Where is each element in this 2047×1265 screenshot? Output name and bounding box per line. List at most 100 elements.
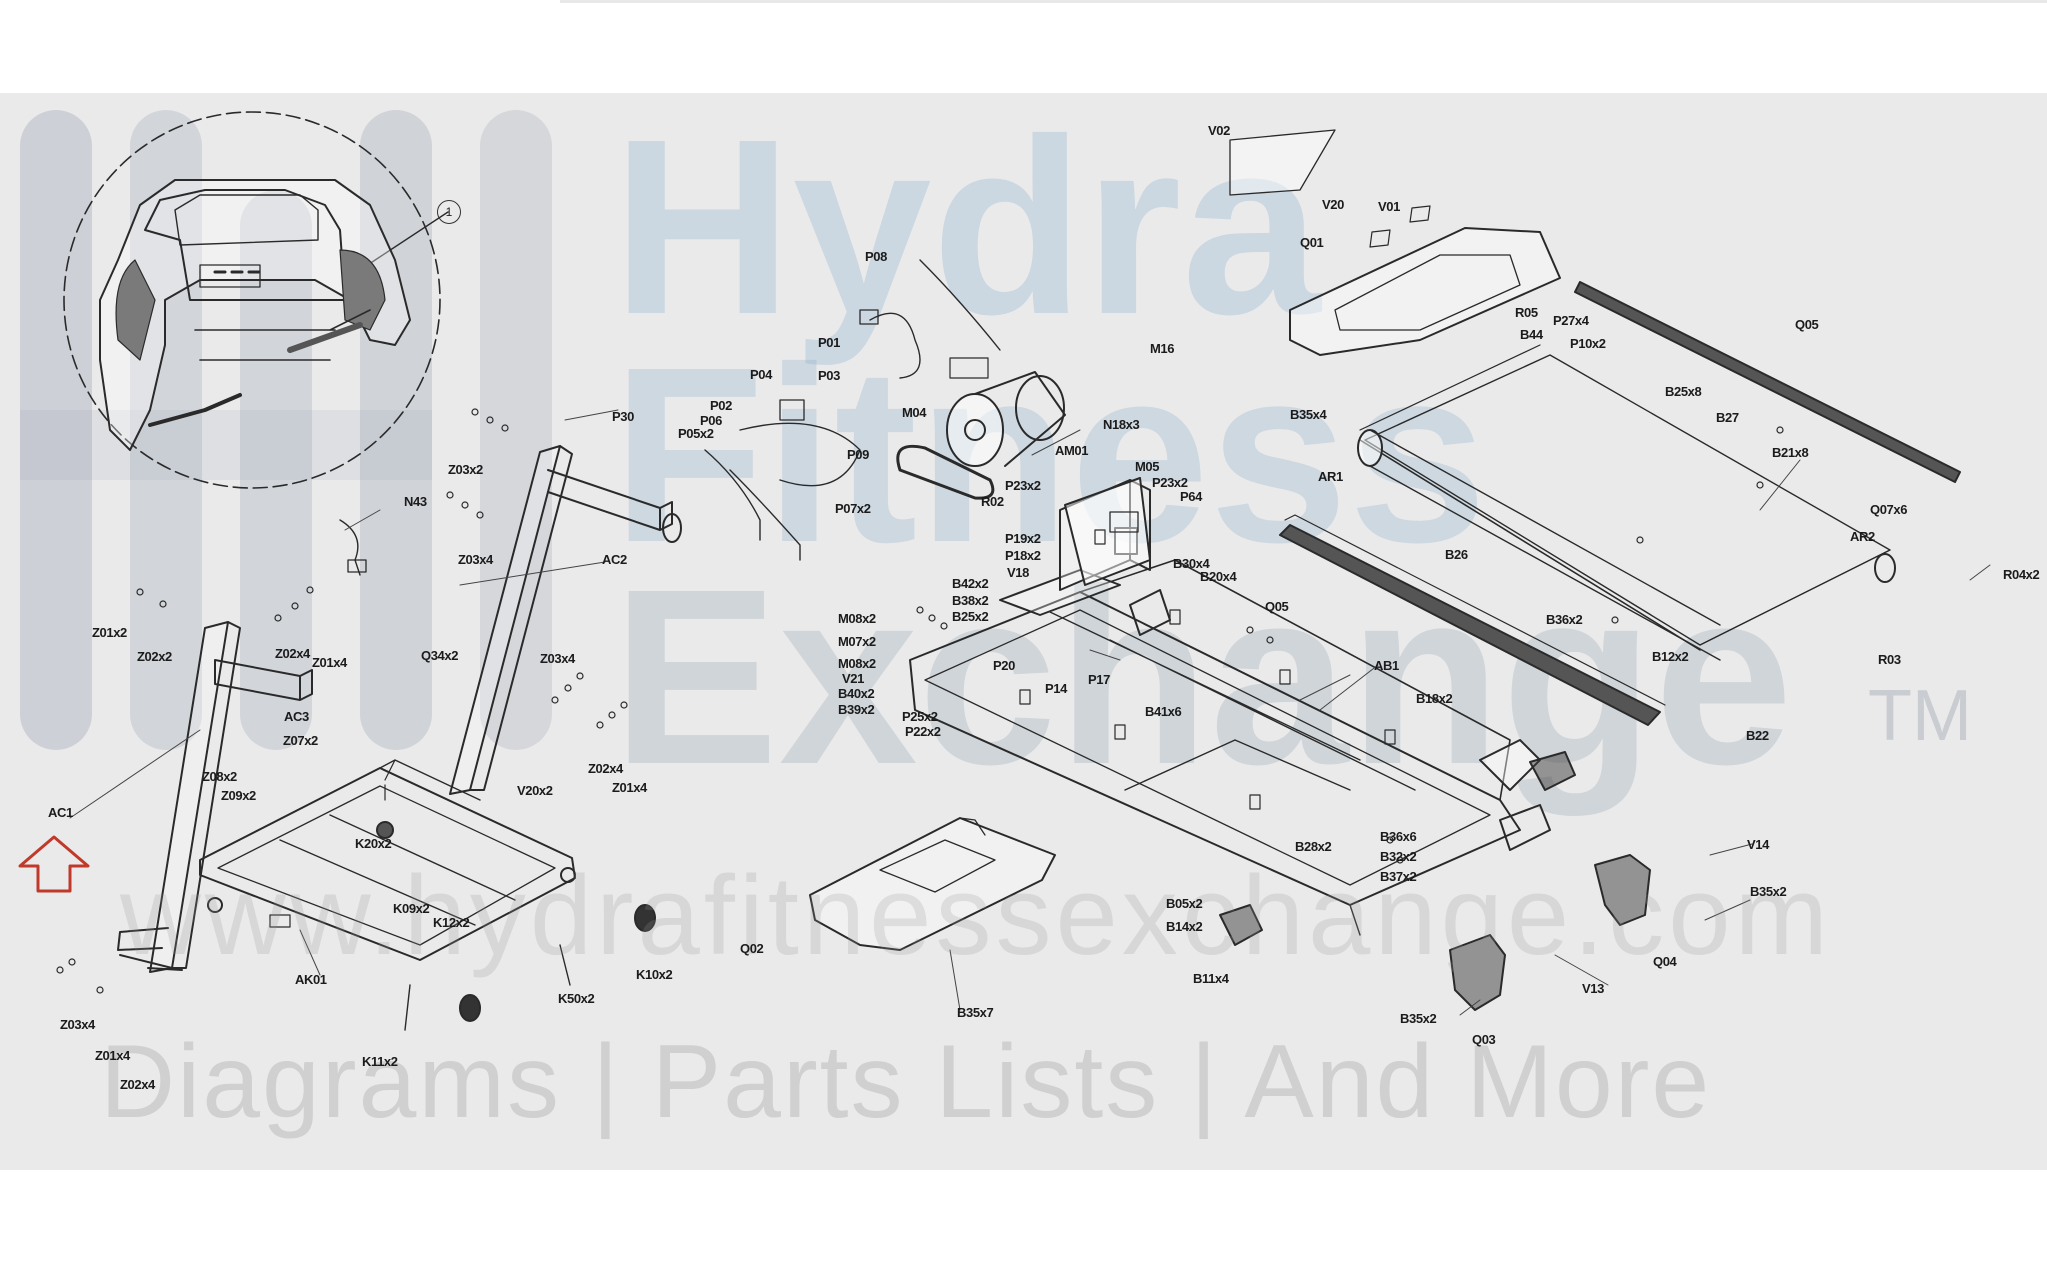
part-label: Z02x4 [588,761,623,776]
part-label: V18 [1007,565,1029,580]
part-label: P17 [1088,672,1110,687]
part-label: V02 [1208,123,1230,138]
part-label: B20x4 [1200,569,1237,584]
part-label: V14 [1747,837,1769,852]
part-label: B35x4 [1290,407,1327,422]
part-label: B26 [1445,547,1468,562]
side-rails-q05 [1279,281,1961,726]
part-label: K10x2 [636,967,673,982]
part-label: AM01 [1055,443,1089,458]
part-label: B05x2 [1166,896,1203,911]
part-label: V13 [1582,981,1604,996]
part-label: P22x2 [905,724,941,739]
part-label: M05 [1135,459,1160,474]
part-label: B42x2 [952,576,989,591]
part-label: P27x4 [1553,313,1589,328]
control-board-m05 [1064,477,1151,586]
drive-motor-am01 [896,371,1066,500]
part-label: B30x4 [1173,556,1210,571]
part-label: B38x2 [952,593,989,608]
part-label: P23x2 [1005,478,1041,493]
top-edge-line [560,0,2047,3]
part-label: P30 [612,409,634,424]
part-label: B27 [1716,410,1739,425]
part-label: R05 [1515,305,1538,320]
part-label: K09x2 [393,901,430,916]
watermark-url: www.hydrafitnessexchange.com [120,853,1832,978]
part-label: P64 [1180,489,1202,504]
part-label: AB1 [1374,658,1399,673]
part-label: K12x2 [433,915,470,930]
part-label: M16 [1150,341,1175,356]
part-label: Q01 [1300,235,1324,250]
part-label: P07x2 [835,501,871,516]
part-label: P19x2 [1005,531,1041,546]
part-label: M04 [902,405,927,420]
part-label: B36x2 [1546,612,1583,627]
part-label: Z01x2 [92,625,127,640]
part-label: B40x2 [838,686,875,701]
part-label: B41x6 [1145,704,1182,719]
part-label: B21x8 [1772,445,1809,460]
right-upright-ac2 [449,445,682,795]
part-label: N18x3 [1103,417,1140,432]
part-label: Q04 [1653,954,1677,969]
part-label: V20x2 [517,783,553,798]
part-label: P01 [818,335,840,350]
part-label: R04x2 [2003,567,2040,582]
up-arrow-icon [18,835,90,893]
part-label: P04 [750,367,772,382]
part-label: B18x2 [1416,691,1453,706]
console-detail-view [63,111,449,489]
part-label: Q05 [1265,599,1289,614]
watermark-word-exchange: Exchange [612,537,1794,816]
part-label: Z03x2 [448,462,483,477]
leader-lines [69,409,1991,1016]
part-label: Q02 [740,941,764,956]
part-label: Q05 [1795,317,1819,332]
part-label: AC1 [48,805,73,820]
part-label: Z03x4 [60,1017,95,1032]
part-label: B37x2 [1380,869,1417,884]
base-frame-ak01 [119,759,656,1031]
part-label: B28x2 [1295,839,1332,854]
part-label: P05x2 [678,426,714,441]
part-label: AR1 [1318,469,1343,484]
watermark-word-fitness: Fitness [612,315,1488,594]
part-label: B11x4 [1193,971,1229,986]
part-label: M08x2 [838,611,876,626]
part-label: V20 [1322,197,1344,212]
part-label: V01 [1378,199,1400,214]
part-label: B25x2 [952,609,989,624]
watermark-tagline: Diagrams | Parts Lists | And More [100,1024,1712,1140]
part-label: Q34x2 [421,648,459,663]
part-label: Z03x4 [540,651,575,666]
wiring-harness [339,259,1001,576]
part-label: Q07x6 [1870,502,1908,517]
part-label: P06 [700,413,722,428]
part-label: B14x2 [1166,919,1203,934]
watermark-trademark: TM [1868,676,1972,756]
part-label: AR2 [1850,529,1875,544]
part-label: B35x2 [1400,1011,1437,1026]
part-label: B35x2 [1750,884,1787,899]
bottom-cover-q02 [809,817,1056,951]
part-label: B12x2 [1652,649,1689,664]
part-label: B25x8 [1665,384,1702,399]
part-label: Z02x2 [137,649,172,664]
part-label: K50x2 [558,991,595,1006]
part-label: P09 [847,447,869,462]
part-label: M07x2 [838,634,876,649]
part-label: B36x6 [1380,829,1417,844]
part-label: Z03x4 [458,552,493,567]
part-label: P23x2 [1152,475,1188,490]
part-label: K20x2 [355,836,392,851]
part-label: R03 [1878,652,1901,667]
rear-end-caps [1219,751,1651,1011]
part-label: Z09x2 [221,788,256,803]
part-label: Z07x2 [283,733,318,748]
watermark-logo-icon [20,110,552,750]
part-label: P25x2 [902,709,938,724]
